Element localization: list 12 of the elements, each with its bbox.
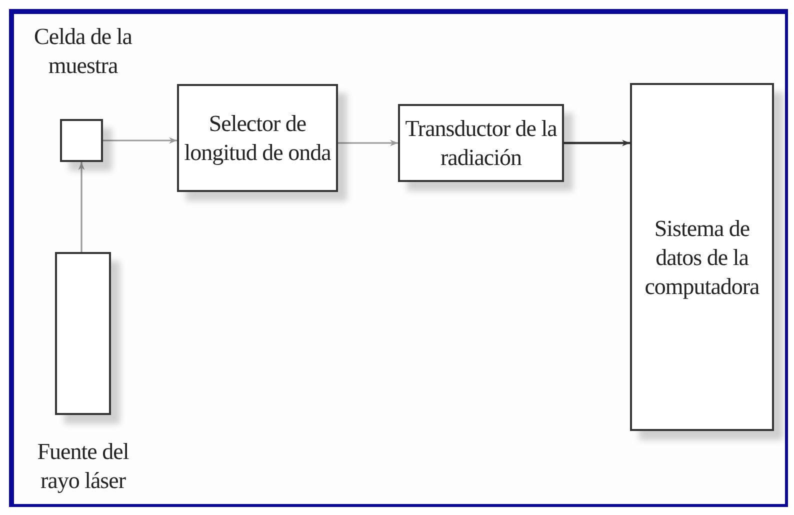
- arrow: [564, 140, 630, 146]
- arrow: [103, 137, 177, 144]
- node-label: Selector de longitud de onda: [183, 110, 332, 167]
- arrow: [338, 140, 398, 146]
- process-box: [398, 104, 564, 182]
- process-box: [177, 84, 338, 192]
- node-label: Transductor de la radiación: [404, 115, 558, 172]
- arrow: [78, 162, 85, 252]
- process-box: [630, 83, 774, 431]
- node-label: Celda de la muestra: [33, 23, 134, 80]
- node-label: Fuente del rayo láser: [36, 438, 130, 495]
- node-label: Sistema de datos de la computadora: [644, 214, 760, 300]
